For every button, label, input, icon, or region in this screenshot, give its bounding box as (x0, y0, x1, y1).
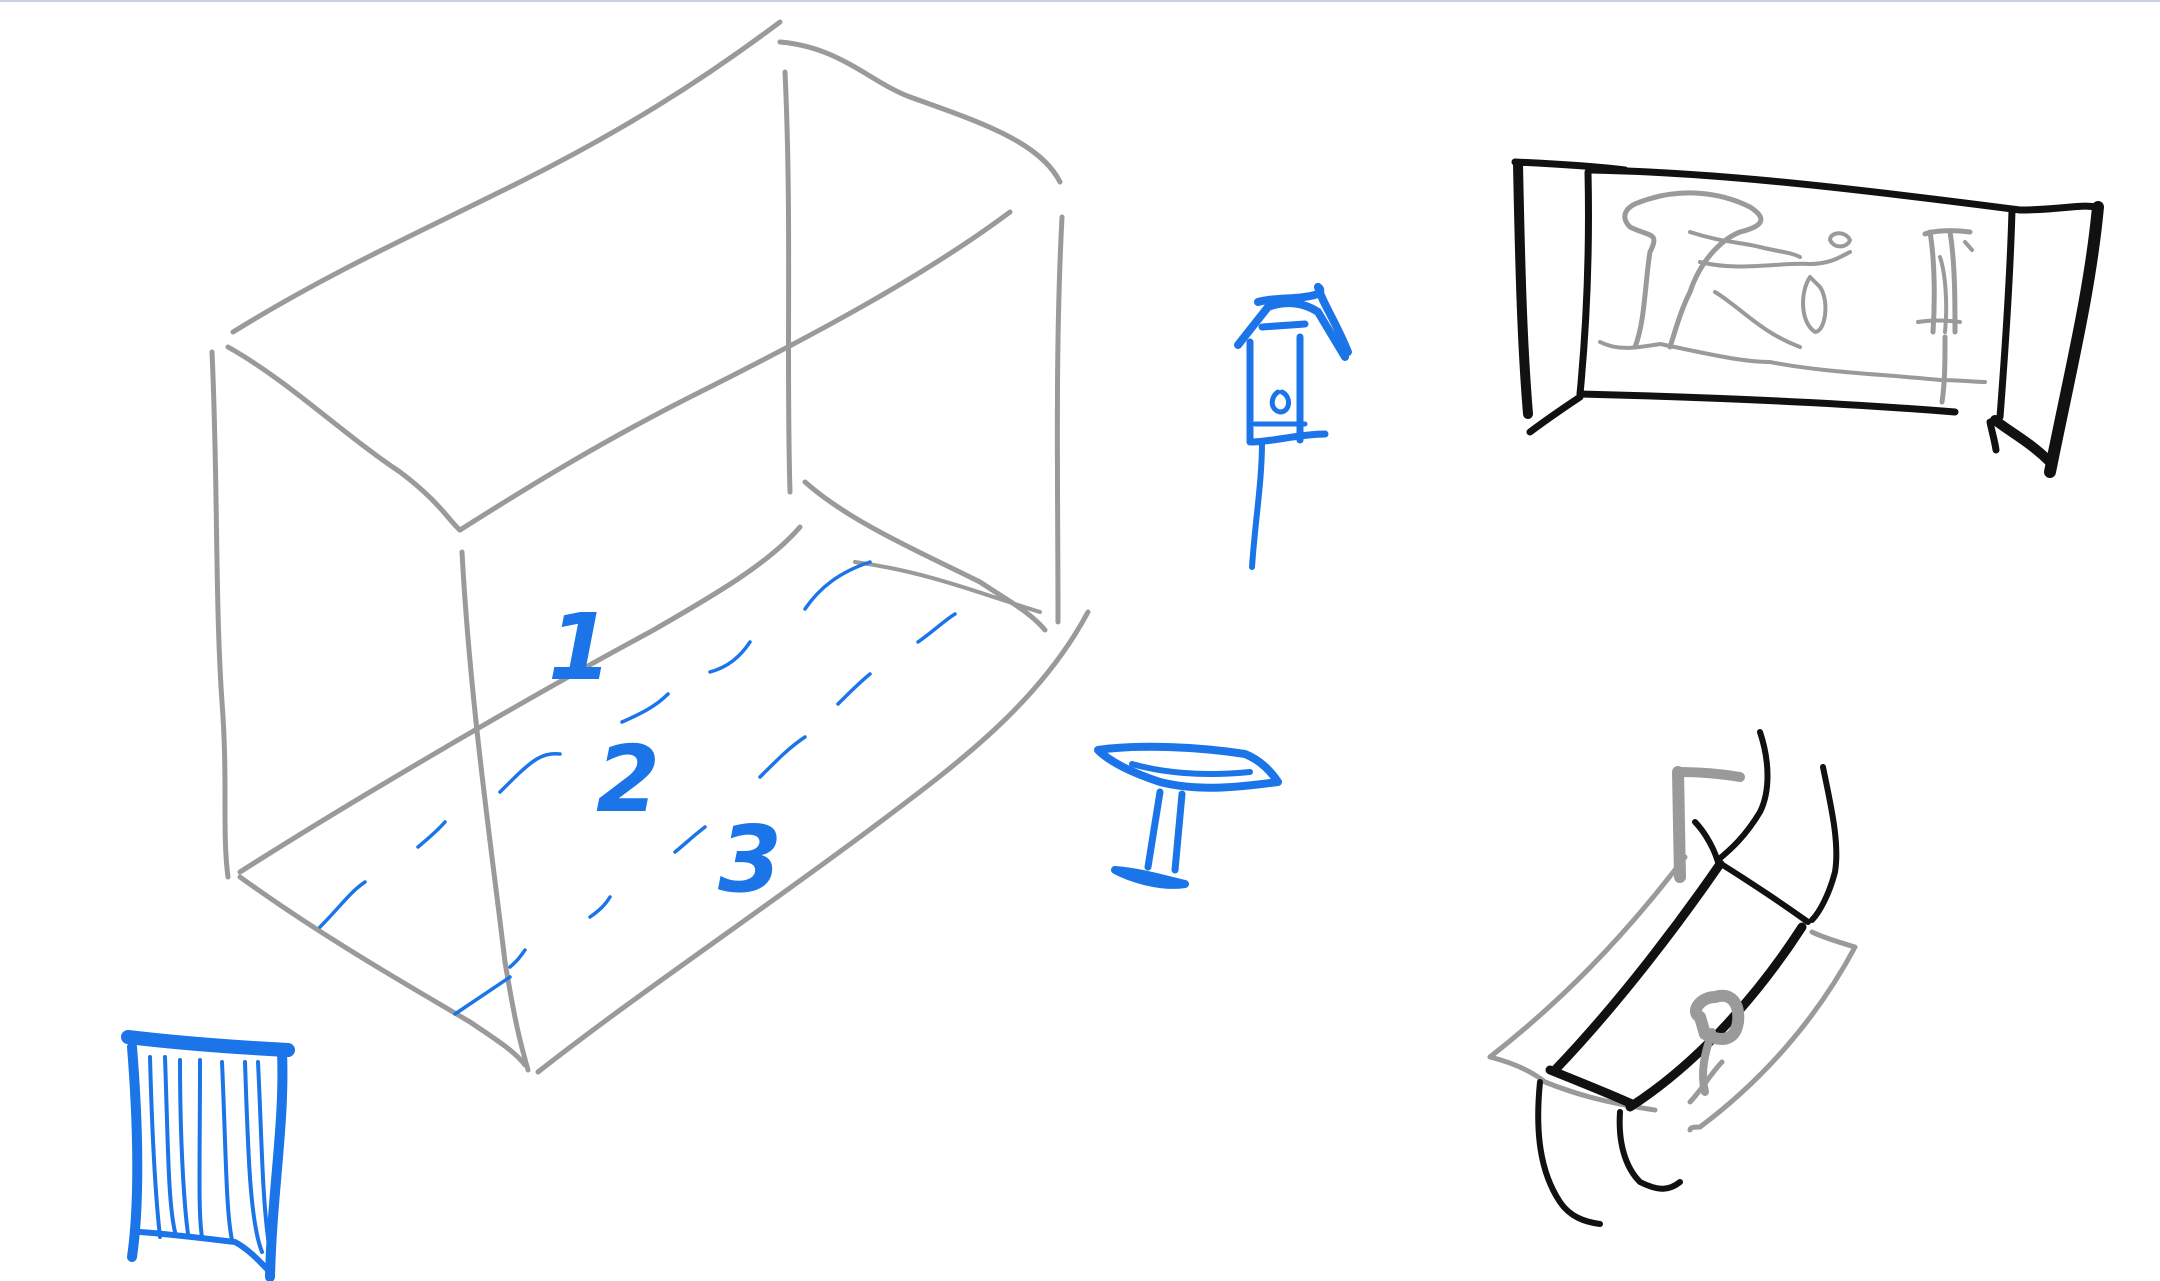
birdhouse-icon[interactable] (1234, 283, 1352, 570)
birdbath-icon[interactable] (1094, 742, 1282, 889)
floor-row-guides (318, 560, 957, 1016)
curtain-icon[interactable] (121, 1030, 295, 1281)
row-label-3: 3 (718, 806, 783, 913)
wireframe-box-sketch[interactable] (209, 19, 1091, 1075)
row-label-1: 1 (548, 594, 613, 701)
framed-picture-icon[interactable] (1511, 158, 2104, 478)
hinged-panel-icon[interactable] (1487, 729, 1858, 1227)
row-label-2: 2 (596, 726, 661, 833)
